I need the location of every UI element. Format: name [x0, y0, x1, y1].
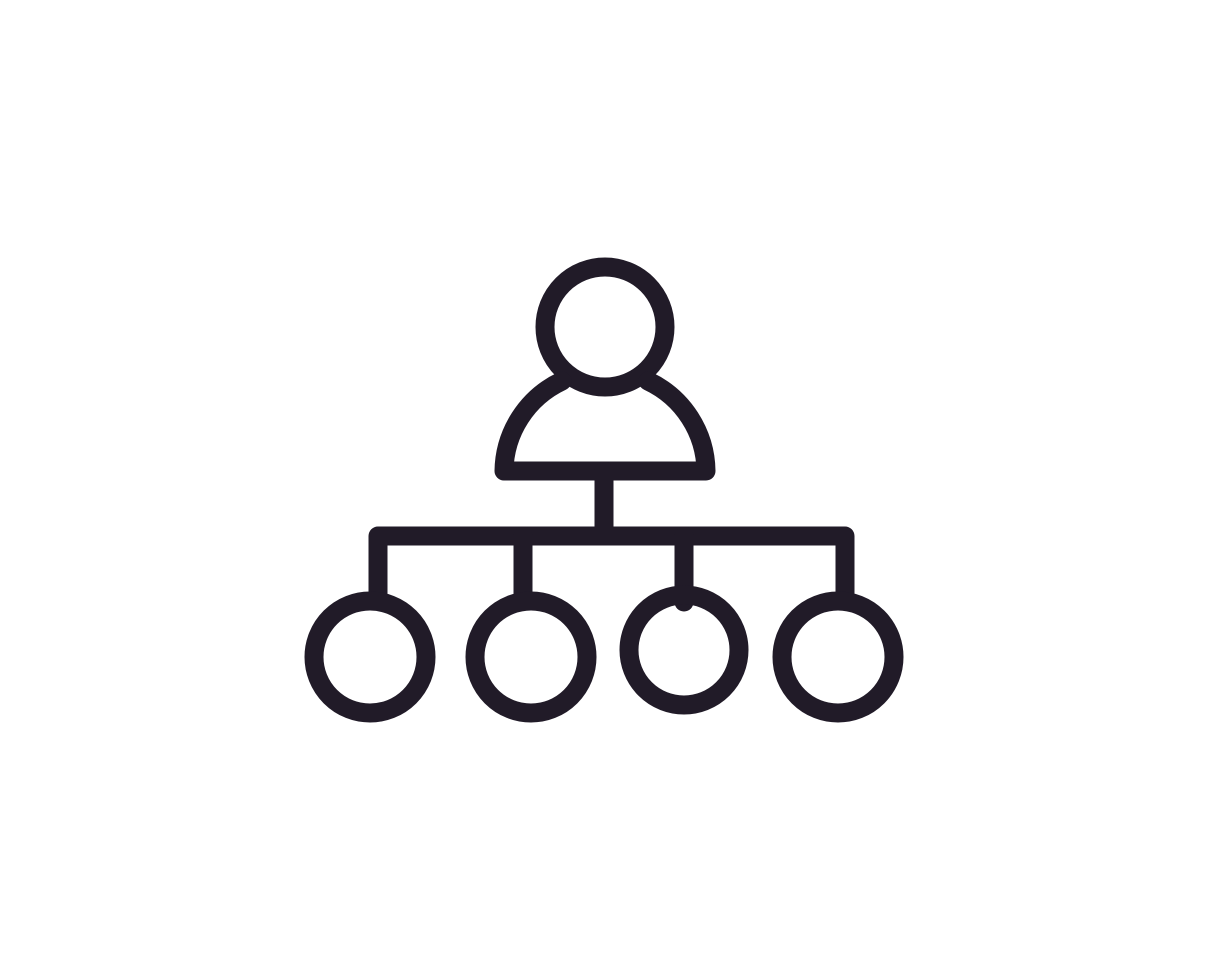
circle-icon: [772, 591, 904, 723]
hierarchy-connectors: [368, 461, 855, 612]
circle-icon: [465, 591, 597, 723]
user-head: [535, 257, 675, 397]
branch-bar: [368, 526, 855, 608]
subordinates: [304, 585, 904, 723]
circle-icon: [304, 591, 436, 723]
circle-icon: [619, 585, 749, 715]
user-icon: [494, 257, 716, 481]
